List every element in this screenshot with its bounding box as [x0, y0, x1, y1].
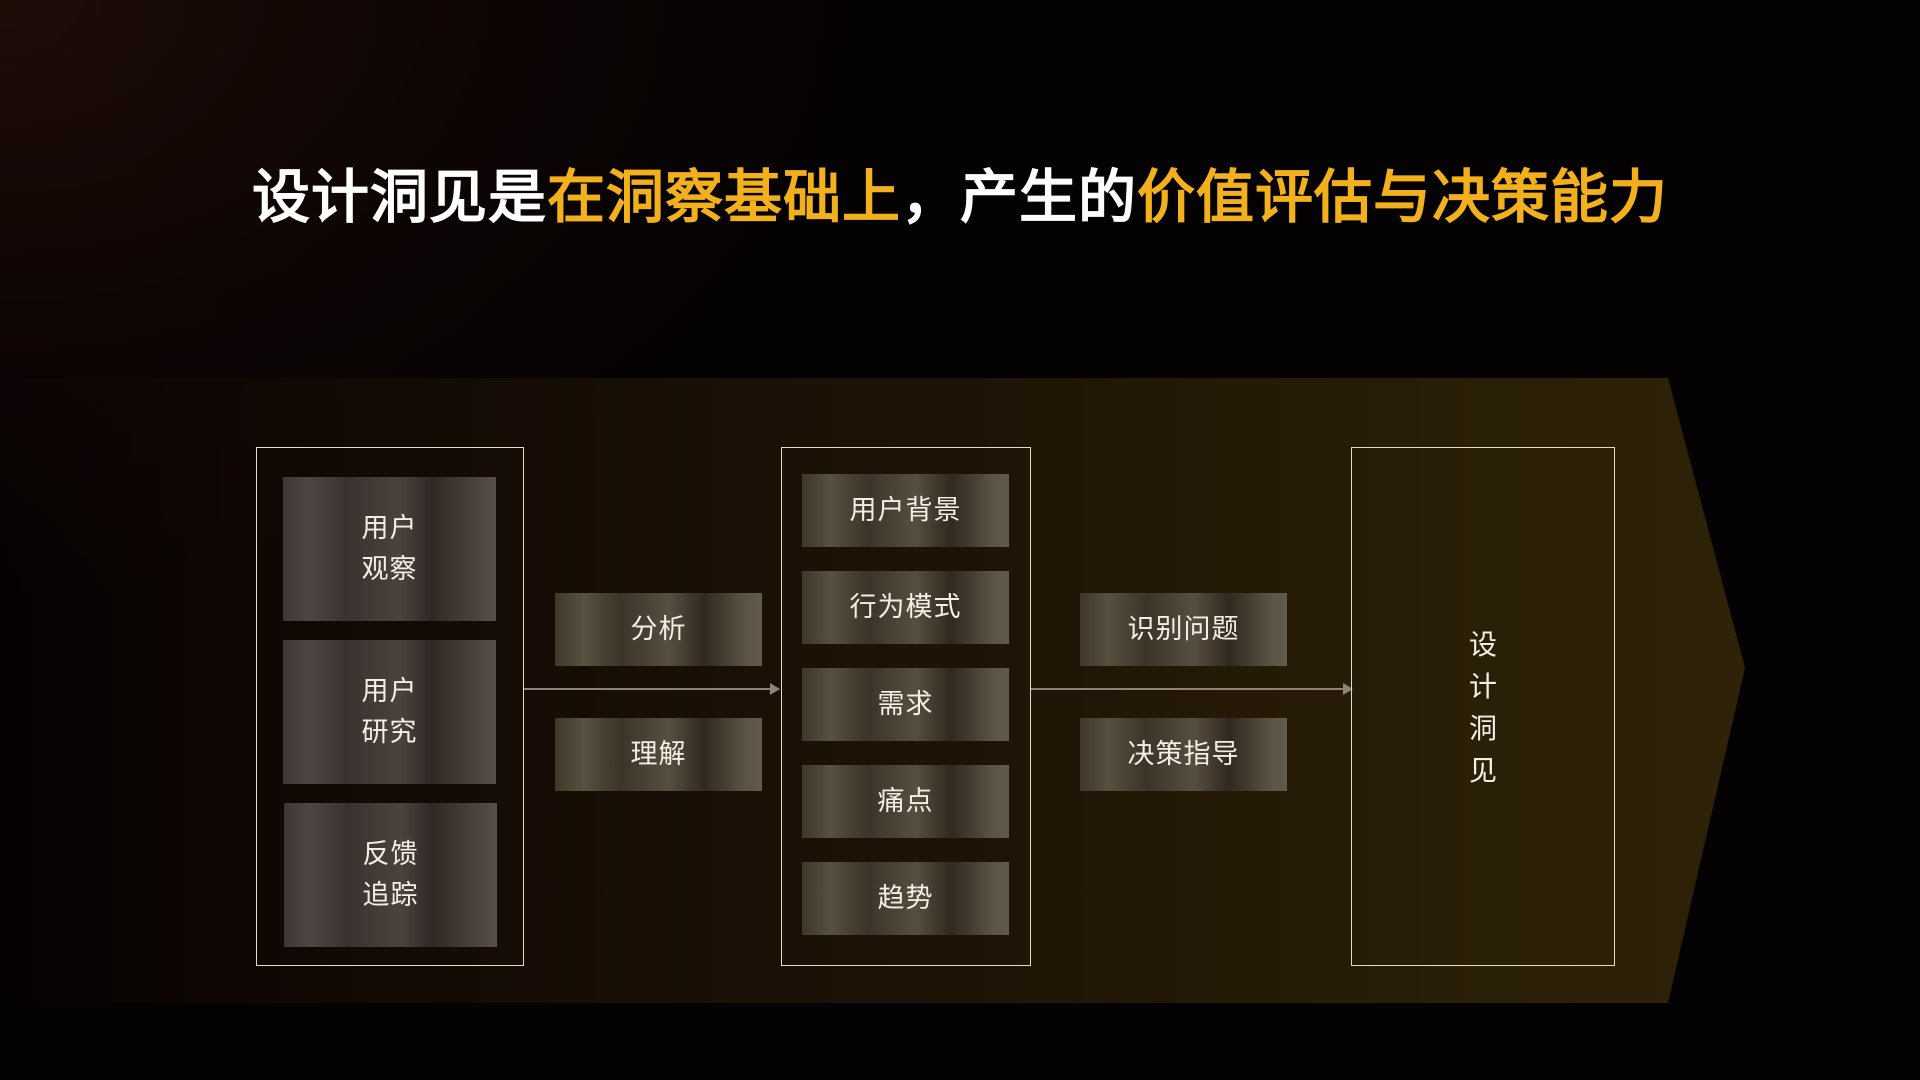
input-feedback-tracking: 反馈追踪: [284, 803, 497, 947]
cell-text-line: 反馈: [362, 839, 419, 870]
vertical-char: 洞: [1468, 712, 1497, 745]
title-highlight-2: 价值评估与决策能力: [1137, 163, 1669, 231]
arrow-2-head-icon: [1343, 683, 1353, 695]
cell-text: 理解: [630, 739, 687, 770]
title-highlight-1: 在洞察基础上: [546, 163, 901, 231]
cell-text: 识别问题: [1127, 614, 1240, 645]
process-understand: 理解: [555, 718, 762, 791]
process-decision-guidance: 决策指导: [1080, 718, 1287, 791]
cell-text: 需求: [877, 689, 934, 720]
insight-behavior-pattern: 行为模式: [802, 571, 1009, 644]
cell-text: 趋势: [877, 883, 934, 914]
insight-trends: 趋势: [802, 862, 1009, 935]
arrow-2-line: [1031, 688, 1351, 690]
cell-text-line: 追踪: [362, 880, 419, 911]
vertical-char: 设: [1468, 628, 1497, 661]
cell-text: 痛点: [877, 786, 934, 817]
process-identify-problems: 识别问题: [1080, 593, 1287, 666]
cell-text: 用户背景: [849, 495, 962, 526]
insight-pain-points: 痛点: [802, 765, 1009, 838]
input-user-research: 用户研究: [283, 640, 496, 784]
insight-user-background: 用户背景: [802, 474, 1009, 547]
cell-text-line: 用户: [361, 513, 418, 544]
cell-text: 决策指导: [1127, 739, 1240, 770]
input-user-observation: 用户观察: [283, 477, 496, 621]
vertical-char: 见: [1468, 754, 1497, 787]
page-title: 设计洞见是在洞察基础上，产生的价值评估与决策能力: [0, 150, 1920, 234]
cell-text: 行为模式: [849, 592, 962, 623]
cell-text: 分析: [630, 614, 687, 645]
inputs-group: [256, 447, 524, 966]
insight-needs: 需求: [802, 668, 1009, 741]
title-segment-1: 设计洞见是: [251, 163, 547, 231]
cell-text-line: 研究: [361, 717, 418, 748]
output-design-insight-label: 设 计 洞 见: [1463, 624, 1503, 792]
cell-text-line: 观察: [361, 554, 418, 585]
vertical-char: 计: [1468, 670, 1497, 703]
title-segment-2: ，产生的: [901, 163, 1138, 231]
arrow-1-line: [524, 688, 770, 690]
cell-text-line: 用户: [361, 676, 418, 707]
output-design-insight-box: [1351, 447, 1615, 966]
insights-group: [781, 447, 1031, 966]
arrow-1-head-icon: [770, 683, 780, 695]
process-analyze: 分析: [555, 593, 762, 666]
